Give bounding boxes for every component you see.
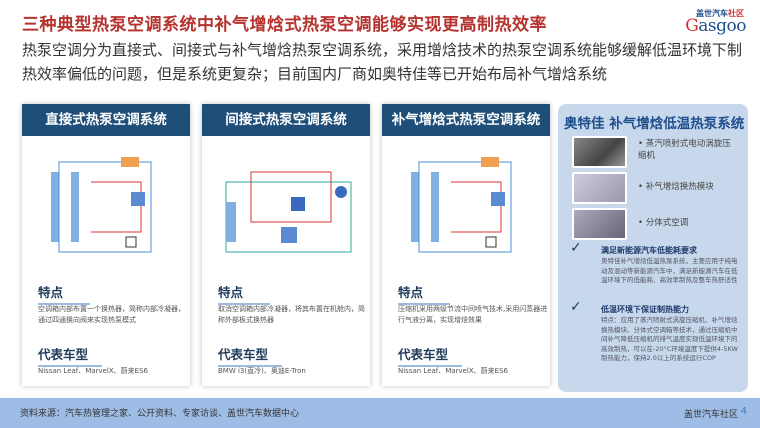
product-label: 补气增焓换热模块	[645, 182, 714, 192]
product-label: 分体式空调	[645, 218, 689, 228]
models-heading: 代表车型	[398, 344, 462, 367]
models-text: Nissan Leaf、MarvelX、蔚来ES6	[38, 367, 148, 375]
logo-cn-red: 社区	[728, 9, 744, 18]
check-icon: ✓	[570, 240, 582, 256]
source-note: 资料来源：汽车热管理之家、公开资料、专家访谈、盖世汽车数据中心	[20, 409, 300, 419]
check-heading: 满足新能源汽车低能耗要求	[601, 246, 697, 255]
card-indirect: 间接式热泵空调系统 特点 取消空调箱内部冷凝器，将其布置在机舱内，简称外部板式换…	[202, 104, 370, 386]
logo-cn: 盖世汽车	[696, 9, 728, 18]
product-item: • 补气增焓换热模块	[638, 182, 714, 192]
hvac-image	[572, 208, 627, 240]
check-text: 特点：应用了蒸汽喷射式涡旋压缩机、补气增焓换热模块、分体式空调箱等技术，通过压缩…	[601, 316, 738, 362]
card-title: 直接式热泵空调系统	[22, 104, 190, 136]
product-label: 蒸汽喷射式电动涡旋压缩机	[638, 139, 731, 161]
logo-en: asgoo	[698, 16, 746, 36]
direct-system-diagram	[51, 157, 152, 253]
product-item: • 蒸汽喷射式电动涡旋压缩机	[638, 139, 731, 161]
indirect-system-diagram	[225, 171, 352, 253]
models-heading: 代表车型	[218, 344, 282, 367]
card-title: 间接式热泵空调系统	[202, 104, 370, 136]
card-title: 补气增焓式热泵空调系统	[382, 104, 550, 136]
feature-heading: 特点	[38, 282, 90, 305]
product-item: • 分体式空调	[638, 218, 689, 228]
check-heading: 低温环境下保证制热能力	[601, 305, 689, 314]
subtitle: 热泵空调分为直接式、间接式与补气增焓热泵空调系统，采用增焓技术的热泵空调系统能够…	[22, 41, 743, 83]
logo-g: G	[685, 16, 699, 36]
enthalpy-system-diagram	[411, 157, 512, 253]
card-direct: 直接式热泵空调系统 特点 空调箱内部布置一个换热器，简称内部冷凝器，通过四通换向…	[22, 104, 190, 386]
feature-heading: 特点	[218, 282, 270, 305]
footer: 资料来源：汽车热管理之家、公开资料、专家访谈、盖世汽车数据中心 盖世汽车社区 4	[0, 398, 760, 428]
feature-text: 取消空调箱内部冷凝器，将其布置在机舱内，简称外部板式换热器	[218, 305, 365, 324]
page-number: 4	[740, 406, 747, 417]
feature-text: 压缩机采用两级节流中间喷气技术,采用闪蒸器进行气液分离，实现增焓效果	[398, 305, 548, 324]
models-text: BMW i3(直冷)、奥迪E-Tron	[218, 367, 306, 375]
models-heading: 代表车型	[38, 344, 102, 367]
page-title: 三种典型热泵空调系统中补气增焓式热泵空调能够实现更高制热效率	[22, 15, 547, 35]
feature-text: 空调箱内部布置一个换热器，简称内部冷凝器，通过四通换向阀来实现热泵模式	[38, 305, 185, 324]
models-text: Nissan Leaf、MarvelX、蔚来ES6	[398, 367, 508, 375]
feature-heading: 特点	[398, 282, 450, 305]
aotecar-panel: 奥特佳 补气增焓低温热泵系统 • 蒸汽喷射式电动涡旋压缩机 • 补气增焓换热模块…	[558, 104, 748, 392]
check-icon: ✓	[570, 299, 582, 315]
compressor-image	[572, 136, 627, 168]
check-text: 奥特佳补气增焓低温热泵系统，主要应用于纯电动及混动等新能源汽车中，满足新能源汽车…	[601, 257, 738, 284]
footer-brand: 盖世汽车社区	[683, 410, 738, 420]
gasgoo-logo: 盖世汽车社区 Gasgoo	[666, 8, 746, 36]
module-image	[572, 172, 627, 204]
card-enthalpy: 补气增焓式热泵空调系统 特点 压缩机采用两级节流中间喷气技术,采用闪蒸器进行气液…	[382, 104, 550, 386]
panel-title: 奥特佳 补气增焓低温热泵系统	[564, 116, 745, 132]
